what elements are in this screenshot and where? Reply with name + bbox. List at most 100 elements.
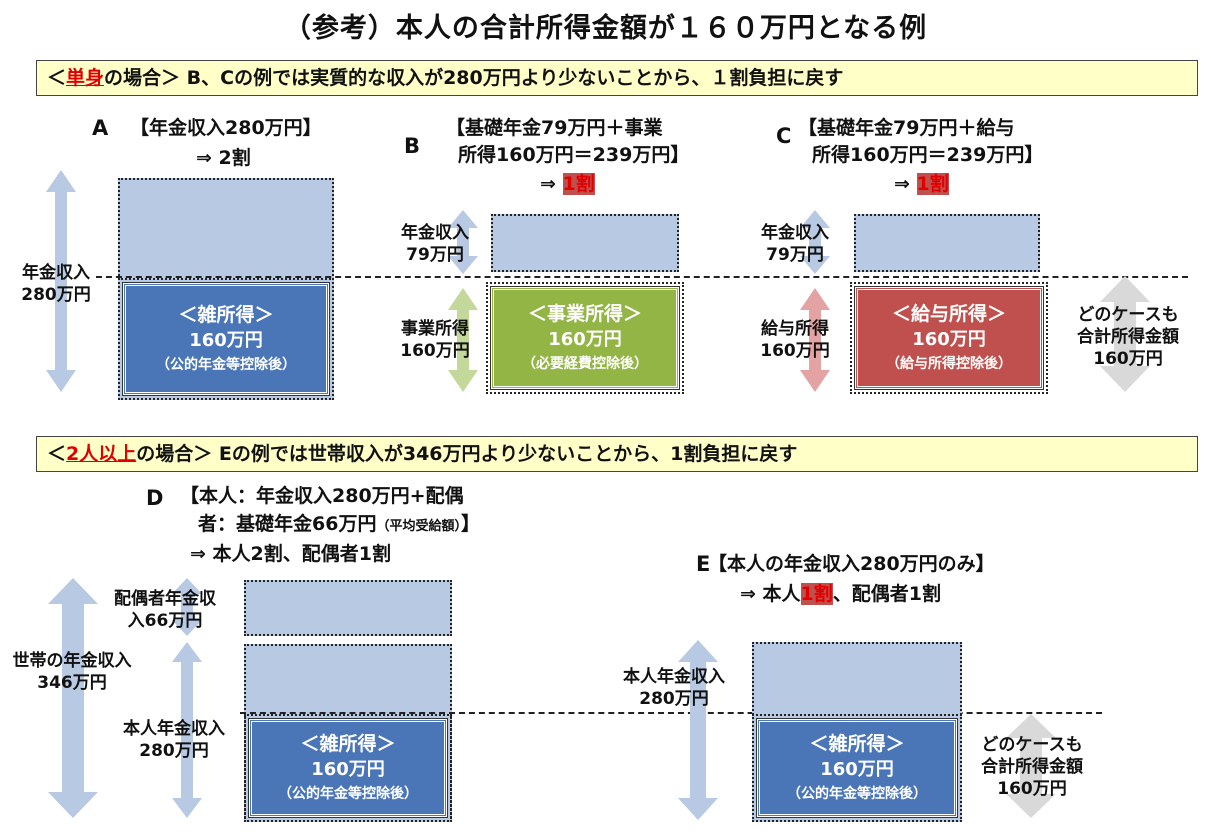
case-d-spouse-pension-box xyxy=(244,580,452,636)
case-d-self-arrow xyxy=(172,642,202,818)
case-e-result-red: 1割 xyxy=(800,583,833,605)
case-b-business-label-1: 事業所得 xyxy=(401,319,469,339)
case-b-caption-1: 【基礎年金79万円＋事業 xyxy=(446,117,663,139)
case-d-self-label: 本人年金収入 280万円 xyxy=(104,718,244,762)
case-e-caption: 【本人の年金収入280万円のみ】 xyxy=(708,553,995,575)
case-d-spouse-label-2: 入66万円 xyxy=(127,611,203,631)
single-banner-highlight: 単身 xyxy=(66,67,105,89)
case-c-pension-label: 年金収入 79万円 xyxy=(748,222,842,266)
case-e-result-post: 、配偶者1割 xyxy=(832,583,942,605)
case-d-spouse-label: 配偶者年金収 入66万円 xyxy=(96,588,234,632)
case-d-caption-1: 【本人：年金収入280万円+配偶 xyxy=(180,485,464,507)
page-title: （参考）本人の合計所得金額が１６０万円となる例 xyxy=(283,13,928,44)
case-e-misc-income-box: ＜雑所得＞ 160万円 （公的年金等控除後） xyxy=(752,714,962,822)
case-c-pension-arrow xyxy=(800,210,830,274)
case-b-business-label: 事業所得 160万円 xyxy=(388,318,482,362)
case-c-salary-income-box: ＜給与所得＞ 160万円 （給与所得控除後） xyxy=(850,282,1048,394)
case-b-result-pre: ⇒ xyxy=(540,173,563,195)
case-c-box-note: （給与所得控除後） xyxy=(886,356,1012,372)
case-b-pension-label: 年金収入 79万円 xyxy=(388,222,482,266)
case-e-self-label-2: 280万円 xyxy=(639,689,709,709)
case-c-pension-box xyxy=(854,214,1040,272)
case-c-salary-label: 給与所得 160万円 xyxy=(748,318,842,362)
case-d-spouse-label-1: 配偶者年金収 xyxy=(114,589,216,609)
case-c-result-red: 1割 xyxy=(916,173,949,195)
case-d-household-arrow xyxy=(48,578,98,818)
case-b-business-label-2: 160万円 xyxy=(400,341,470,361)
case-c-caption-1: 【基礎年金79万円＋給与 xyxy=(798,117,1015,139)
case-a-result: ⇒ 2割 xyxy=(196,147,251,169)
case-d-result: ⇒ 本人2割、配偶者1割 xyxy=(190,543,391,565)
case-d-self-label-1: 本人年金収入 xyxy=(123,719,225,739)
case-b-box-title: ＜事業所得＞ xyxy=(527,303,642,325)
case-e-self-arrow xyxy=(678,640,718,820)
case-b-caption-2: 所得160万円＝239万円】 xyxy=(458,144,690,166)
case-c-box-title: ＜給与所得＞ xyxy=(891,303,1006,325)
single-note-1: どのケースも xyxy=(1077,305,1179,325)
case-b-pension-label-2: 79万円 xyxy=(406,245,464,265)
case-d-spouse-arrow xyxy=(172,578,202,636)
case-b-box-amount: 160万円 xyxy=(548,329,622,350)
case-d-letter: D xyxy=(146,486,164,510)
case-e-box-amount: 160万円 xyxy=(820,759,894,780)
case-b-business-arrow xyxy=(448,288,478,392)
case-d-self-label-2: 280万円 xyxy=(139,741,209,761)
multi-note: どのケースも 合計所得金額 160万円 xyxy=(964,734,1100,800)
case-b-result: ⇒ 1割 xyxy=(540,172,595,197)
case-c-letter: C xyxy=(776,124,792,148)
case-c-salary-label-2: 160万円 xyxy=(760,341,830,361)
case-c-result: ⇒ 1割 xyxy=(894,172,949,197)
case-d-box-note: （公的年金等控除後） xyxy=(278,786,418,802)
case-a-arrow xyxy=(46,170,76,392)
case-b-result-red: 1割 xyxy=(562,173,595,195)
case-e-self-label: 本人年金収入 280万円 xyxy=(604,666,744,710)
case-d-caption-2: 者：基礎年金66万円（平均受給額）】 xyxy=(198,512,480,539)
case-e-box-note: （公的年金等控除後） xyxy=(787,786,927,802)
case-d-box-title: ＜雑所得＞ xyxy=(300,733,396,755)
multi-note-1: どのケースも xyxy=(981,735,1083,755)
case-b-letter: B xyxy=(404,134,421,158)
case-c-box-amount: 160万円 xyxy=(912,329,986,350)
case-a-income-label-2: 280万円 xyxy=(21,285,91,305)
multi-note-arrow xyxy=(1006,714,1056,818)
case-b-pension-label-1: 年金収入 xyxy=(401,223,469,243)
case-d-caption-2a: 者：基礎年金66万円 xyxy=(198,513,377,535)
case-b-pension-box xyxy=(491,214,679,272)
case-e-box-title: ＜雑所得＞ xyxy=(809,733,905,755)
case-a-misc-income-box: ＜雑所得＞ 160万円 （公的年金等控除後） xyxy=(118,278,334,400)
case-d-household-label-2: 346万円 xyxy=(37,673,107,693)
multi-banner-highlight: 2人以上 xyxy=(66,443,137,465)
case-b-business-income-box: ＜事業所得＞ 160万円 （必要経費控除後） xyxy=(486,282,684,394)
single-note: どのケースも 合計所得金額 160万円 xyxy=(1060,304,1196,370)
case-e-result: ⇒ 本人1割、配偶者1割 xyxy=(740,582,941,607)
case-d-caption-2c: 】 xyxy=(460,513,480,535)
case-c-caption-2: 所得160万円＝239万円】 xyxy=(812,144,1044,166)
case-c-salary-arrow xyxy=(800,288,830,392)
case-a-income-label: 年金収入 280万円 xyxy=(18,262,94,306)
case-d-caption-2b: （平均受給額） xyxy=(376,519,461,534)
case-e-self-label-1: 本人年金収入 xyxy=(623,667,725,687)
case-d-household-label: 世帯の年金収入 346万円 xyxy=(4,650,140,694)
single-note-3: 160万円 xyxy=(1093,349,1163,369)
single-banner-text: の場合＞ B、Cの例では実質的な収入が280万円より少ないことから、１割負担に戻… xyxy=(104,67,844,89)
case-c-salary-label-1: 給与所得 xyxy=(761,319,829,339)
single-threshold-line xyxy=(96,276,1188,278)
case-a-box-amount: 160万円 xyxy=(189,330,263,351)
case-c-pension-label-2: 79万円 xyxy=(766,245,824,265)
case-a-caption: 【年金収入280万円】 xyxy=(130,117,322,139)
case-d-household-label-1: 世帯の年金収入 xyxy=(12,651,132,671)
multi-banner-pre: ＜ xyxy=(47,443,67,465)
single-note-2: 合計所得金額 xyxy=(1077,327,1179,347)
case-a-box-note: （公的年金等控除後） xyxy=(156,357,296,373)
case-d-box-amount: 160万円 xyxy=(311,759,385,780)
case-c-result-pre: ⇒ xyxy=(894,173,917,195)
multi-banner-text: の場合＞ Eの例では世帯収入が346万円より少ないことから、1割負担に戻す xyxy=(136,443,798,465)
case-e-result-pre: ⇒ 本人 xyxy=(740,583,801,605)
case-a-income-label-1: 年金収入 xyxy=(22,263,90,283)
multi-note-3: 160万円 xyxy=(997,779,1067,799)
single-note-arrow xyxy=(1100,276,1150,392)
case-e-letter: E xyxy=(696,552,711,576)
multi-banner: ＜2人以上の場合＞ Eの例では世帯収入が346万円より少ないことから、1割負担に… xyxy=(36,436,1198,472)
multi-threshold-line xyxy=(240,712,1102,714)
single-banner-pre: ＜ xyxy=(47,67,67,89)
